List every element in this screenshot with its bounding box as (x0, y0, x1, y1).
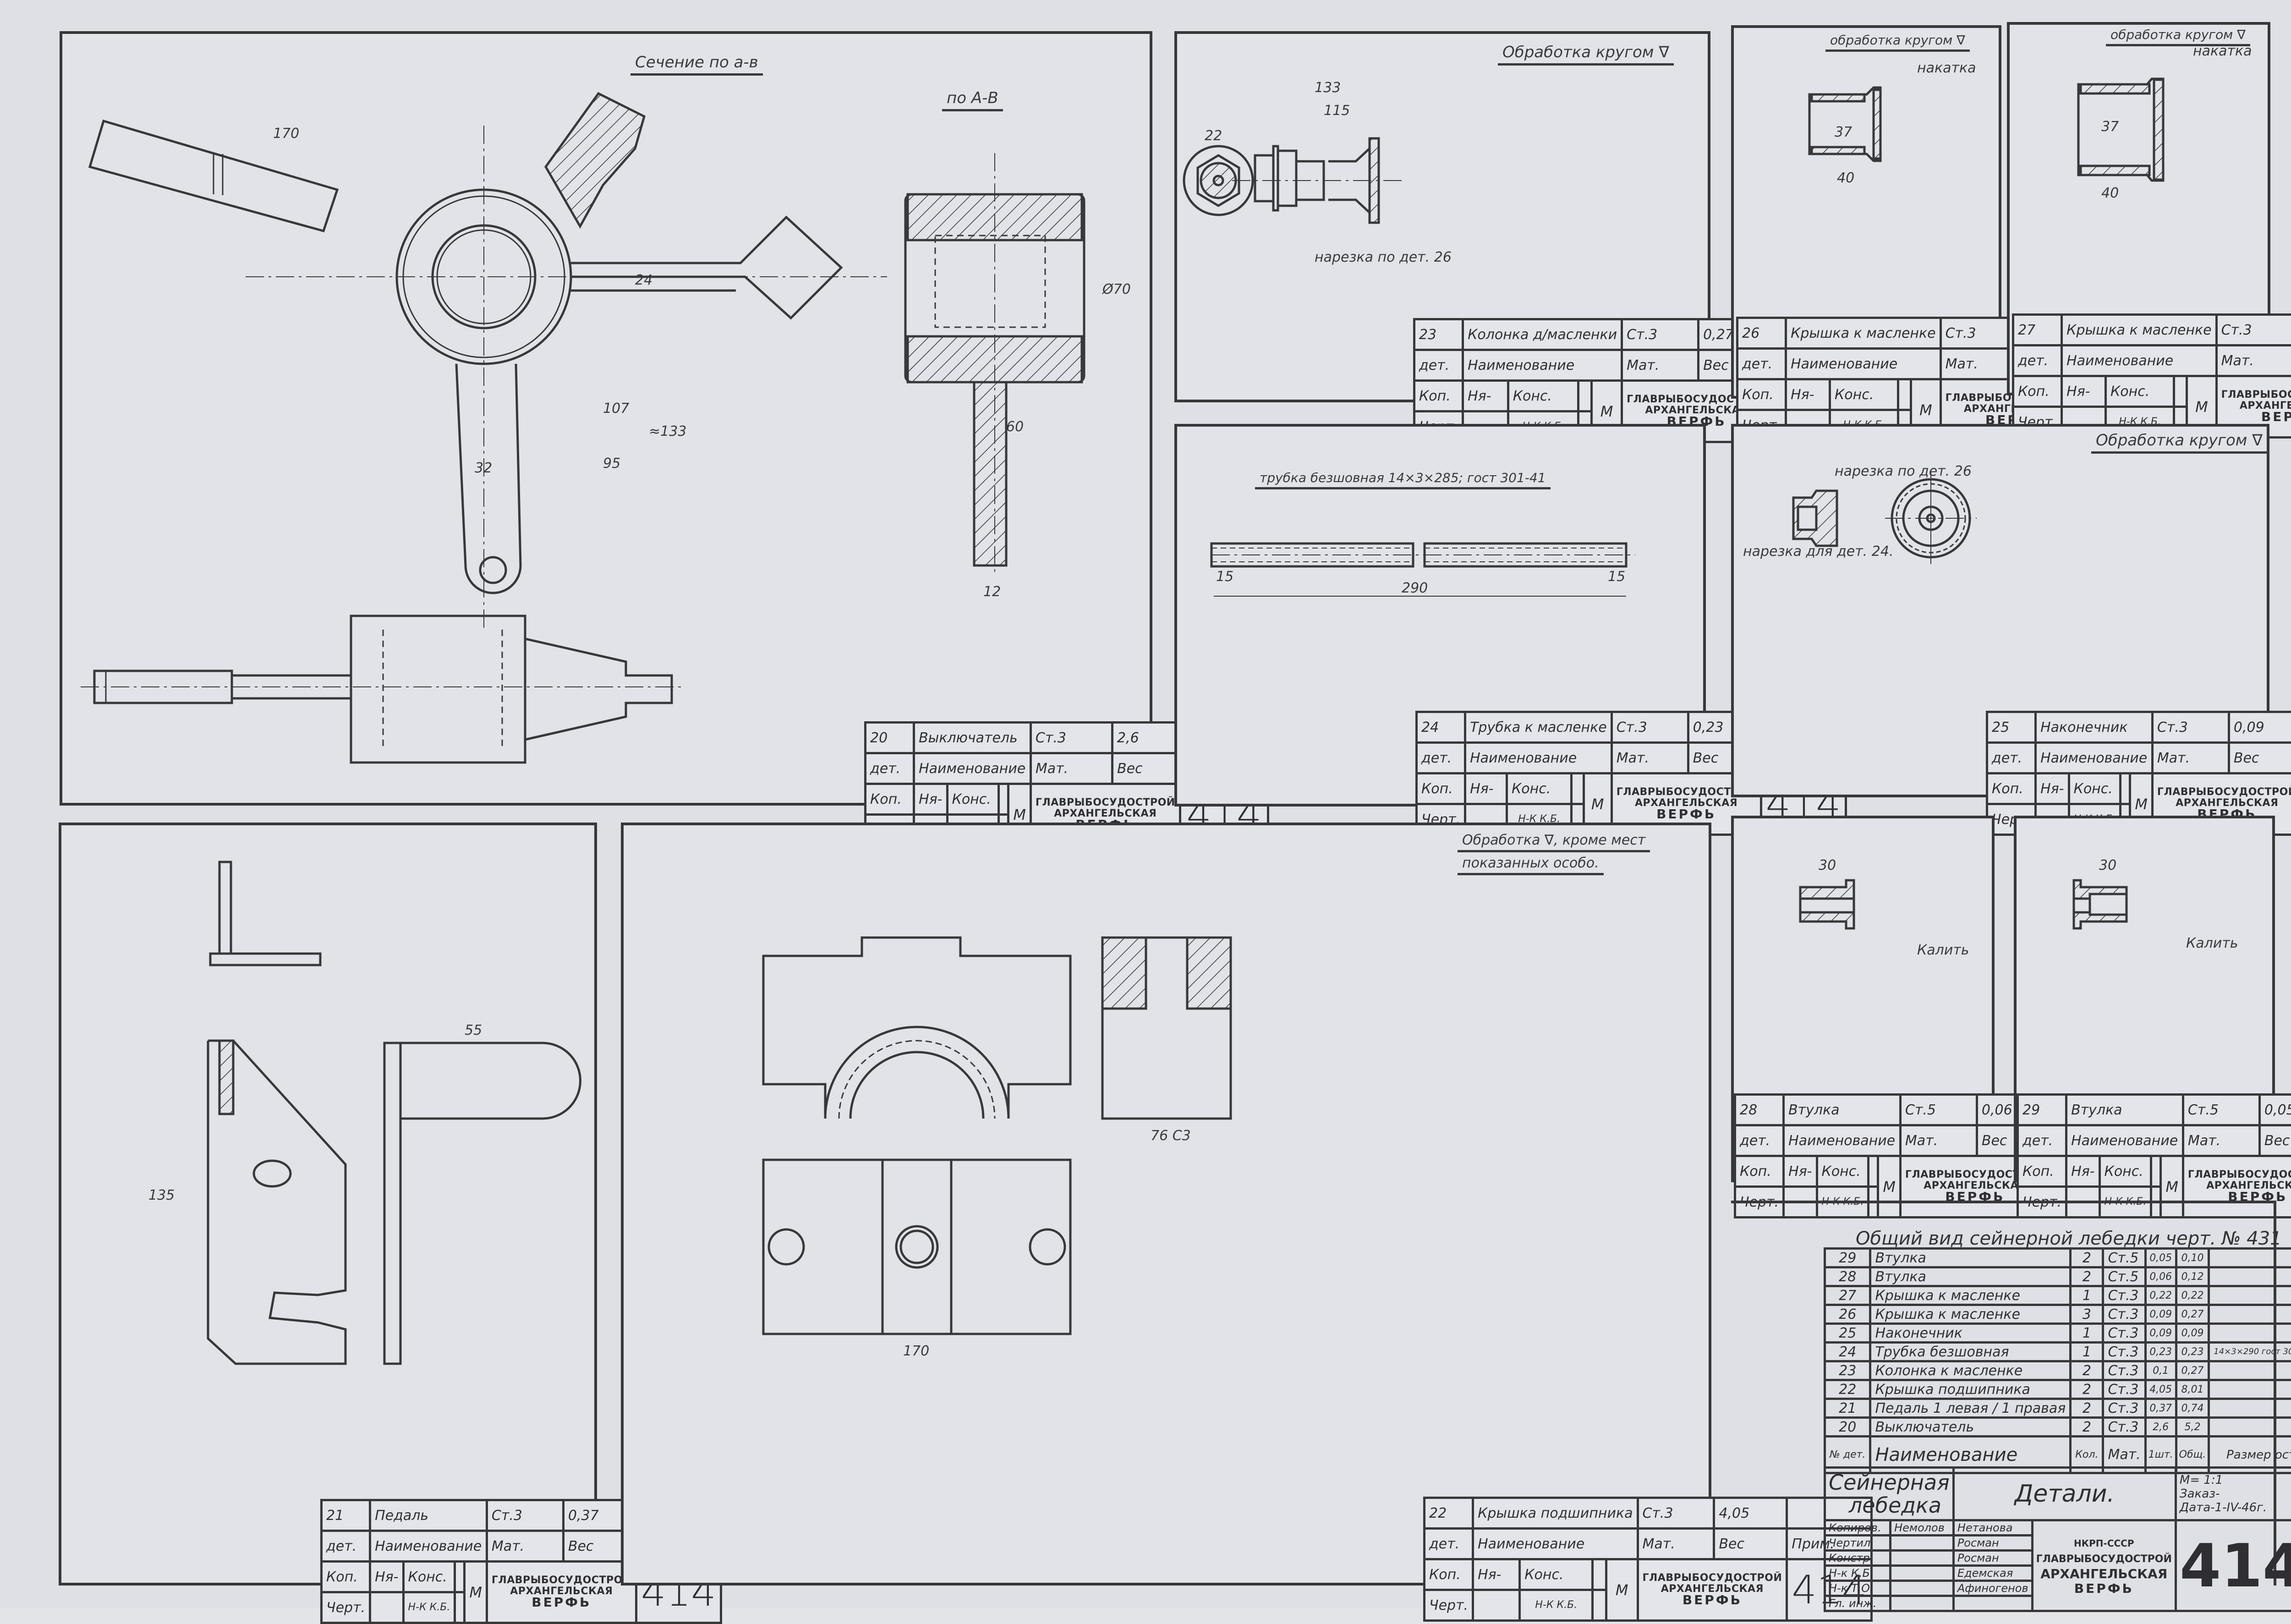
det-name: Выключатель (914, 723, 1031, 753)
dim-170: 170 (273, 126, 299, 142)
label-kop: Коп. (866, 784, 914, 815)
panel-det-20: Сечение по а-в по А-В (60, 31, 1152, 806)
dim-30: 30 (1819, 857, 1836, 873)
dim-37: 37 (1835, 124, 1852, 140)
panel-det-23: Обработка кругом ∇ 133 115 22 нарезка по… (1174, 31, 1710, 402)
dim-60: 60 (1006, 419, 1024, 435)
dim-107: 107 (603, 401, 629, 417)
dim-115: 115 (1324, 103, 1350, 119)
det-weight: 2,6 (1112, 723, 1180, 753)
drawing-title: Детали. (1953, 1468, 2176, 1520)
note-harden: Калить (2186, 935, 2238, 951)
dim-24: 24 (635, 272, 652, 288)
dim-15-left: 15 (1216, 569, 1233, 585)
note-harden: Калить (1917, 942, 1969, 958)
dim-133: ≈133 (649, 423, 686, 439)
label-mat: Мат. (1030, 753, 1112, 784)
dim-76: 76 C3 (1151, 1128, 1191, 1144)
dim-55: 55 (465, 1022, 482, 1038)
note-thread-26: нарезка по дет. 26 (1835, 463, 1972, 479)
dim-12: 12 (983, 584, 1001, 600)
panel-det-22: Обработка ∇, кроме мест показанных особо… (621, 823, 1711, 1586)
dim-diam-70: Ø70 (1102, 281, 1131, 297)
pedal-drawing (61, 825, 600, 1588)
det-no: 20 (866, 723, 914, 753)
sheet-number-main: 414 (2176, 1520, 2291, 1611)
bearing-cap-drawing (624, 825, 1714, 1588)
dim-290: 290 (1402, 580, 1428, 596)
dim-133: 133 (1315, 80, 1341, 96)
dim-170: 170 (903, 1343, 929, 1359)
dim-15-right: 15 (1608, 569, 1625, 585)
dim-40: 40 (1837, 170, 1854, 186)
det-material: Ст.3 (1030, 723, 1112, 753)
panel-det-24: трубка безшовная 14×3×285; гост 301-41 1… (1174, 424, 1706, 807)
dim-40: 40 (2101, 185, 2119, 201)
signature: Ня- (914, 784, 947, 815)
label-det: дет. (866, 753, 914, 784)
panel-det-25: Обработка кругом ∇ нарезка по дет. 26 на… (1731, 424, 2269, 797)
label-kons: Конс. (947, 784, 999, 815)
dim-135: 135 (148, 1187, 175, 1203)
dim-22: 22 (1205, 128, 1222, 144)
dim-37: 37 (2101, 119, 2119, 135)
tube-spec-note: трубка безшовная 14×3×285; гост 301-41 (1255, 470, 1551, 489)
note-thread: нарезка по дет. 26 (1315, 249, 1452, 265)
note-thread-24: нарезка для дет. 24. (1743, 543, 1893, 560)
spec-title: Общий вид сейнерной лебедки черт. № 431 (1856, 1228, 2282, 1249)
dim-32: 32 (475, 460, 492, 476)
dim-95: 95 (603, 455, 620, 472)
label-weight: Вес (1112, 753, 1180, 784)
label-name: Наименование (914, 753, 1031, 784)
switch-drawing (62, 34, 1155, 808)
product-name: Сейнерная лебедка (1825, 1468, 1954, 1520)
dim-30: 30 (2099, 857, 2116, 873)
